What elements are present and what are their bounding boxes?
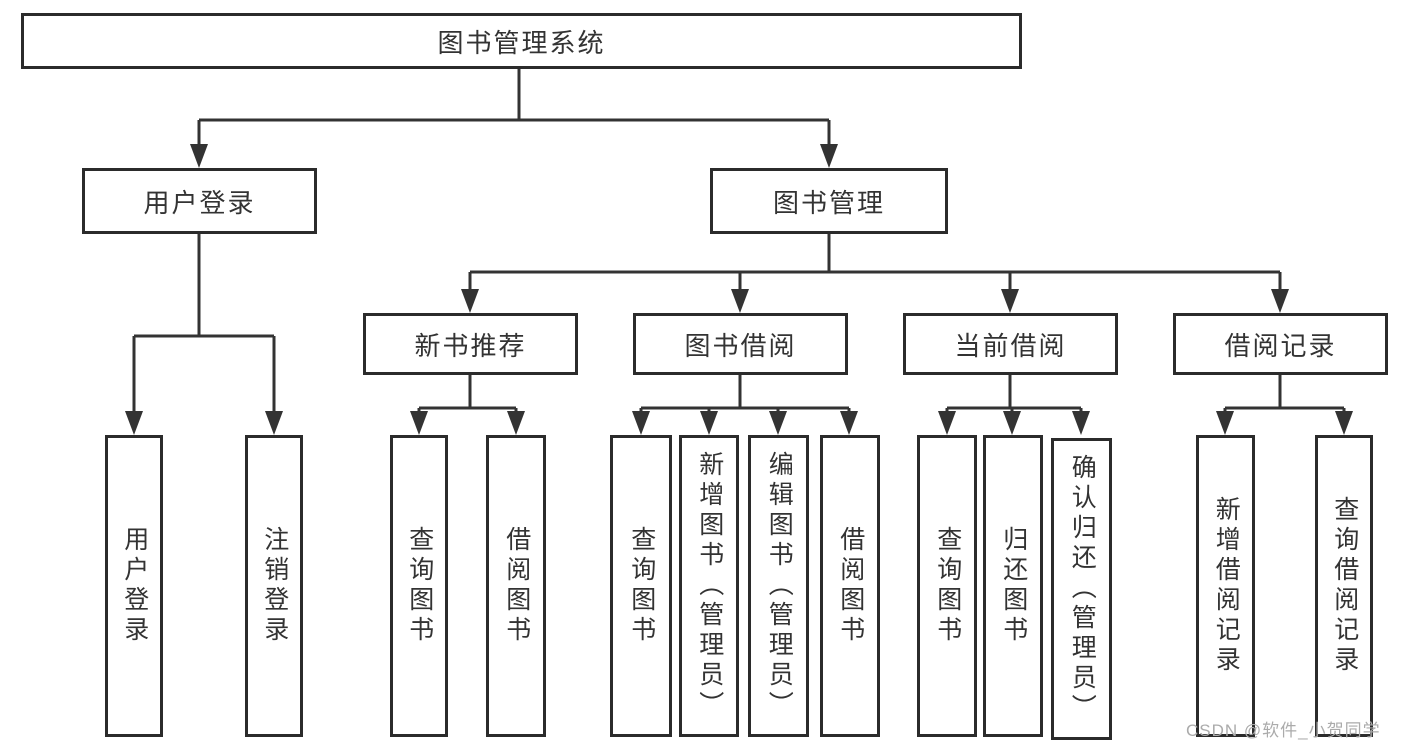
leaf-query-borrow-record: 查询借阅记录 [1315,435,1373,737]
leaf-edit-books-label: 编辑图书（管理员） [765,451,794,721]
leaf-logout: 注销登录 [245,435,303,737]
leaf-recommend-query-books: 查询图书 [390,435,448,737]
leaf-confirm-return: 确认归还（管理员） [1051,438,1112,740]
node-root: 图书管理系统 [21,13,1022,69]
node-borrow-records-label: 借阅记录 [1224,330,1337,361]
leaf-logout-label: 注销登录 [260,526,289,646]
leaf-confirm-return-label: 确认归还（管理员） [1068,454,1097,724]
leaf-user-login-label: 用户登录 [120,526,149,646]
node-root-label: 图书管理系统 [437,27,606,58]
node-new-book-recommend-label: 新书推荐 [414,330,527,361]
arrowhead-icons [125,144,1353,435]
node-book-borrow-label: 图书借阅 [684,330,797,361]
leaf-add-borrow-record-label: 新增借阅记录 [1212,496,1241,676]
leaf-add-books: 新增图书（管理员） [679,435,739,737]
leaf-borrow-query-books-label: 查询图书 [627,526,656,646]
leaf-query-borrow-record-label: 查询借阅记录 [1330,496,1359,676]
node-current-borrow: 当前借阅 [903,313,1118,375]
node-user-login-label: 用户登录 [143,187,256,218]
leaf-current-query-books: 查询图书 [917,435,977,737]
leaf-add-books-label: 新增图书（管理员） [695,451,724,721]
leaf-borrow-query-books: 查询图书 [610,435,672,737]
node-book-borrow: 图书借阅 [633,313,848,375]
node-current-borrow-label: 当前借阅 [954,330,1067,361]
leaf-recommend-query-books-label: 查询图书 [405,526,434,646]
node-book-management: 图书管理 [710,168,948,234]
leaf-return-books-label: 归还图书 [999,526,1028,646]
leaf-current-query-books-label: 查询图书 [933,526,962,646]
leaf-add-borrow-record: 新增借阅记录 [1196,435,1255,737]
leaf-borrow-borrow-books-label: 借阅图书 [836,526,865,646]
leaf-return-books: 归还图书 [983,435,1043,737]
leaf-recommend-borrow-books-label: 借阅图书 [502,526,531,646]
leaf-edit-books: 编辑图书（管理员） [748,435,809,737]
node-book-management-label: 图书管理 [772,187,885,218]
node-borrow-records: 借阅记录 [1173,313,1388,375]
node-user-login: 用户登录 [82,168,317,234]
leaf-user-login: 用户登录 [105,435,163,737]
leaf-recommend-borrow-books: 借阅图书 [486,435,546,737]
leaf-borrow-borrow-books: 借阅图书 [820,435,880,737]
node-new-book-recommend: 新书推荐 [363,313,578,375]
csdn-watermark: CSDN @软件_小贺同学 [1186,721,1381,740]
